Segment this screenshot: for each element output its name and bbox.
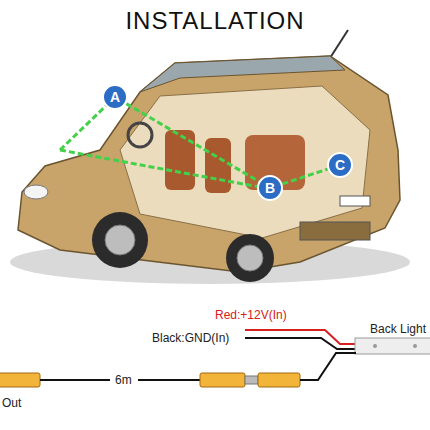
screw xyxy=(413,344,417,348)
video-cable xyxy=(40,379,110,381)
wire-label: Black:GND(In) xyxy=(152,331,229,345)
cable-route xyxy=(126,104,259,182)
wire-label: 6m xyxy=(115,373,132,387)
back-light-connector xyxy=(355,338,430,354)
headlight xyxy=(24,185,48,199)
black-wire xyxy=(245,338,356,349)
callout-circle: B xyxy=(257,175,283,201)
video-cable xyxy=(138,379,200,381)
car-body xyxy=(18,56,400,272)
front-wheel xyxy=(92,212,148,268)
callout-circle: A xyxy=(102,84,128,110)
callout-disc xyxy=(258,176,282,200)
rear-bumper xyxy=(300,222,370,240)
cable-route xyxy=(60,100,112,150)
callout-letter: B xyxy=(257,175,283,201)
steering-wheel xyxy=(128,123,152,147)
rca-plug xyxy=(200,373,245,387)
antenna xyxy=(330,30,348,58)
rca-jack xyxy=(258,373,300,387)
front-seat xyxy=(165,130,195,190)
screw xyxy=(373,344,377,348)
rear-wheel xyxy=(226,234,274,282)
car-interior xyxy=(120,86,370,238)
callout-disc xyxy=(328,153,352,177)
license-plate xyxy=(340,196,370,206)
wheel-rim xyxy=(105,225,135,255)
cable-route xyxy=(282,169,327,184)
wire-label: Red:+12V(In) xyxy=(215,308,287,322)
wheel-rim xyxy=(237,245,263,271)
diagram-title: INSTALLATION xyxy=(0,7,430,35)
cable-route xyxy=(60,150,265,188)
wire-label: Back Light xyxy=(370,322,426,336)
wire-label: Out xyxy=(2,396,21,410)
roof-glass xyxy=(140,56,345,92)
front-seat xyxy=(205,138,231,193)
rca-plug xyxy=(0,373,40,387)
callout-letter: C xyxy=(327,152,353,178)
video-cable xyxy=(300,353,356,380)
rca-pin xyxy=(245,376,258,384)
callout-letter: A xyxy=(102,84,128,110)
callout-circle: C xyxy=(327,152,353,178)
callout-disc xyxy=(103,85,127,109)
